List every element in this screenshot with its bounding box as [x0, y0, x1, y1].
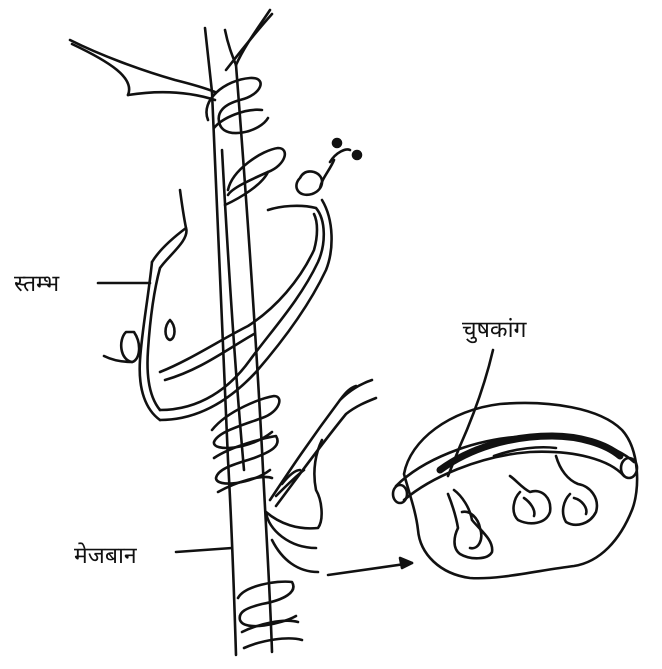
pointer-arrow: [328, 558, 412, 575]
parasite-coils: [206, 78, 302, 648]
haustoria-leader: [448, 350, 493, 476]
lower-branch: [266, 380, 376, 572]
stem-label: स्तम्भ: [14, 266, 59, 298]
host-leader: [176, 548, 232, 552]
host-label: मेजबान: [74, 538, 137, 570]
haustoria-section: [393, 403, 637, 578]
haustoria-label: चुषकांग: [462, 312, 526, 344]
